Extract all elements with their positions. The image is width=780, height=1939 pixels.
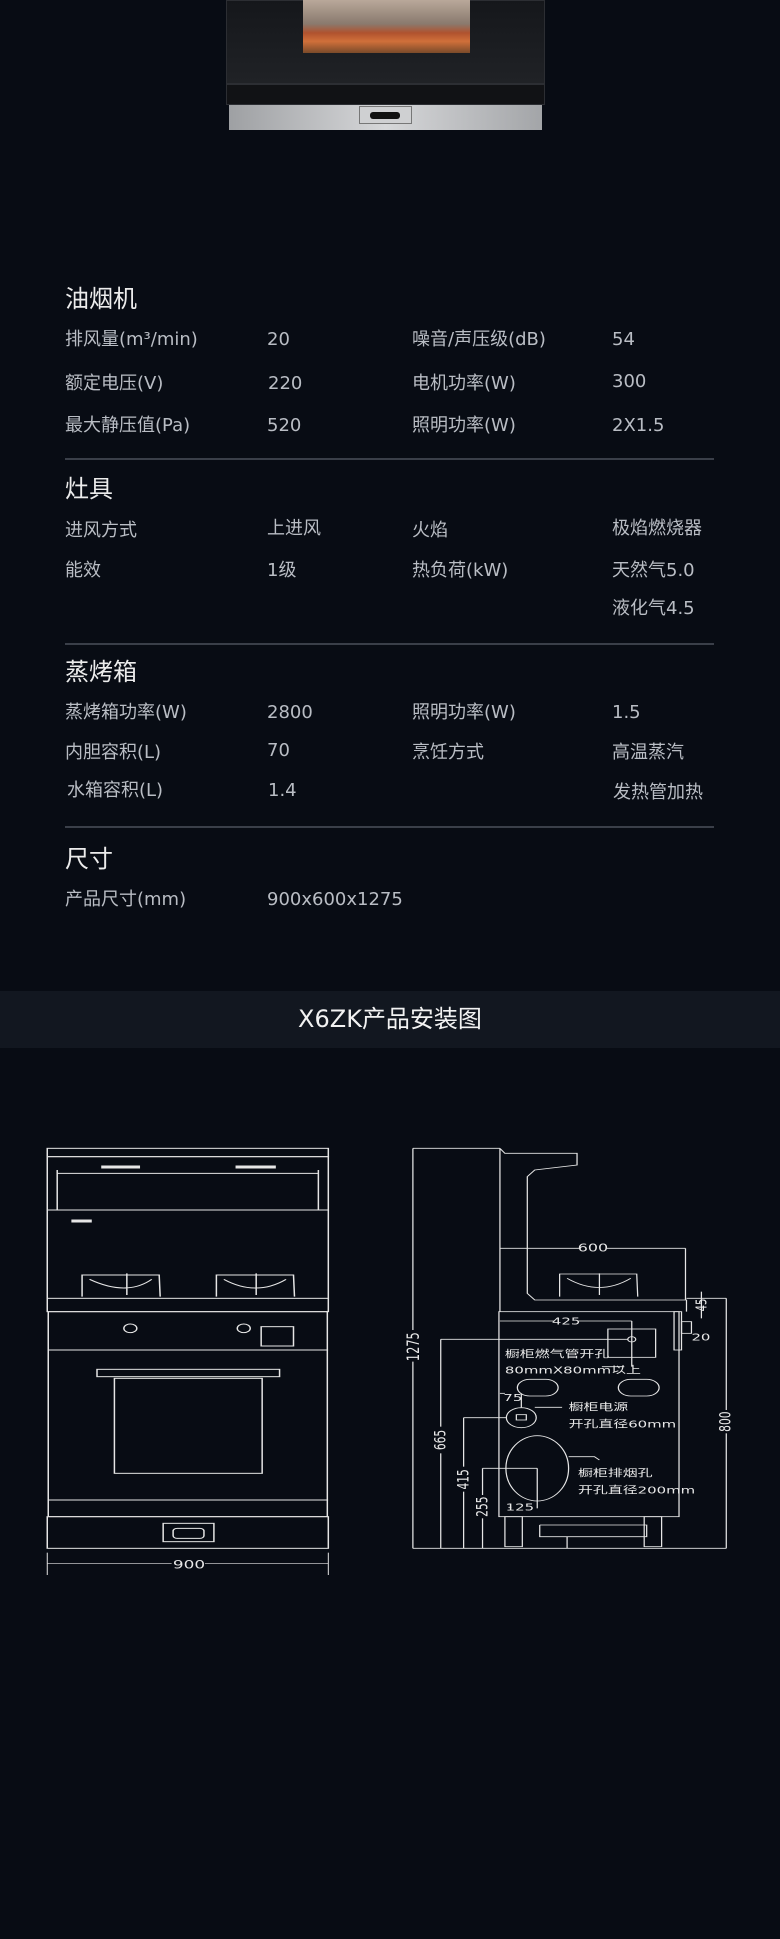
section-title: 灶具 [65,475,113,503]
dim-depth: 600 [578,1242,608,1255]
spec-value: 2800 [267,702,313,723]
spec-value: 极焰燃烧器 [612,518,702,539]
spec-value: 2X1.5 [612,415,665,436]
food-window [303,0,470,53]
dim-665: 665 [432,1430,451,1450]
divider [65,458,714,460]
spec-value: 1级 [267,560,297,581]
dimension-labels: 900 1275 600 45 20 800 425 橱柜燃气管开孔 80mmX… [173,1242,735,1571]
section-title: 油烟机 [65,285,137,313]
exhaust-hole-label: 橱柜排烟孔 [578,1467,653,1479]
dim-75: 75 [503,1392,522,1404]
drawer-handle [359,106,412,124]
gas-hole-label: 橱柜燃气管开孔 [505,1348,610,1360]
front-view [46,1147,330,1575]
install-title: X6ZK产品安装图 [298,1005,482,1033]
spec-value: 1.5 [612,702,641,723]
spec-label: 火焰 [412,520,448,541]
section-title: 尺寸 [65,845,113,873]
spec-label: 照明功率(W) [412,415,516,436]
spec-label: 内胆容积(L) [65,742,162,763]
spec-value: 发热管加热 [613,782,703,803]
exhaust-hole-size: 开孔直径200mm [578,1484,695,1496]
spec-value: 220 [268,373,303,394]
spec-value: 520 [267,415,302,436]
spec-label: 额定电压(V) [65,373,164,394]
dim-height: 1275 [405,1332,424,1361]
spec-label: 进风方式 [65,520,137,541]
spec-label: 水箱容积(L) [67,780,164,801]
spec-label: 烹饪方式 [412,742,484,763]
spec-label: 噪音/声压级(dB) [412,329,546,350]
spec-value: 上进风 [267,518,321,539]
spec-value: 20 [267,329,290,350]
spec-label: 电机功率(W) [412,373,516,394]
power-hole-label: 橱柜电源 [569,1401,629,1413]
spec-label: 能效 [65,560,101,581]
dim-125: 125 [506,1501,534,1513]
spec-label: 热负荷(kW) [412,560,509,581]
spec-value: 1.4 [268,780,297,801]
spec-value: 高温蒸汽 [612,742,684,763]
spec-value: 300 [612,371,647,392]
product-image [226,0,545,130]
dim-425: 425 [552,1315,580,1327]
spec-value: 70 [267,740,290,761]
dim-800: 800 [716,1412,735,1432]
spec-label: 排风量(m³/min) [65,329,198,350]
spec-label: 最大静压值(Pa) [65,415,191,436]
dim-20: 20 [691,1331,710,1343]
spec-label: 产品尺寸(mm) [65,889,187,910]
dim-45: 45 [692,1299,710,1312]
oven-base [226,84,545,105]
spec-label: 照明功率(W) [412,702,516,723]
dim-255: 255 [473,1497,492,1517]
spec-label: 蒸烤箱功率(W) [65,702,187,723]
spec-value: 900x600x1275 [267,889,403,910]
dim-width: 900 [173,1559,205,1572]
divider [65,643,714,645]
spec-value: 54 [612,329,635,350]
dim-415: 415 [454,1469,473,1489]
section-title: 蒸烤箱 [65,658,137,686]
side-view [412,1147,727,1549]
spec-value: 天然气5.0 [612,560,695,581]
gas-hole-size: 80mmX80mm以上 [505,1364,641,1376]
install-banner [0,991,780,1048]
installation-drawing: 900 1275 600 45 20 800 425 橱柜燃气管开孔 80mmX… [46,1147,735,1575]
spec-value: 液化气4.5 [612,598,695,619]
divider [65,826,714,828]
power-hole-size: 开孔直径60mm [569,1418,677,1430]
